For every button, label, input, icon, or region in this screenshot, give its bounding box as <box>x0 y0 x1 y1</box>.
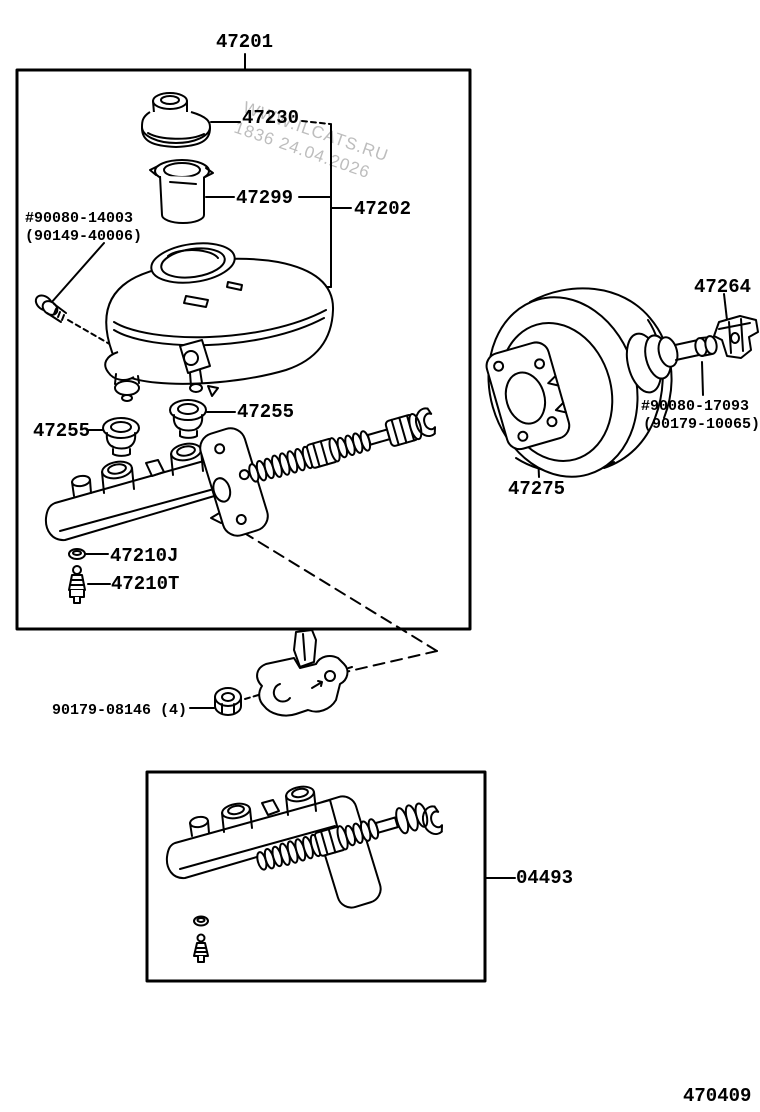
repair-kit-box <box>145 770 487 983</box>
kit-piston-assembly <box>256 802 429 871</box>
part-label-47299: 47299 <box>236 187 293 209</box>
pointer-dash-1 <box>227 522 438 652</box>
part-label-90179-10065: (90179-10065) <box>643 416 760 433</box>
kit-snap-ring <box>422 805 444 836</box>
part-label-47275: 47275 <box>508 478 565 500</box>
bracket-drawing <box>256 629 349 717</box>
bracket-nut-drawing <box>214 687 242 716</box>
part-label-47210J: 47210J <box>110 545 178 567</box>
part-labels: 47201 47230 47299 47202 #90080-14003 (90… <box>25 31 760 1107</box>
reservoir-cap-drawing <box>141 92 211 148</box>
bleeder-plug-drawing <box>68 565 86 604</box>
repair-kit-drawing <box>165 785 444 963</box>
brake-booster-drawing <box>485 287 759 478</box>
gasket-ring-drawing <box>68 548 86 560</box>
part-label-47255-left: 47255 <box>33 420 90 442</box>
part-label-47264: 47264 <box>694 276 751 298</box>
part-label-04493: 04493 <box>516 867 573 889</box>
part-label-90080-17093: #90080-17093 <box>641 398 749 415</box>
part-label-47230: 47230 <box>242 107 299 129</box>
reservoir-tank-drawing <box>104 242 335 402</box>
leader-90080-17093 <box>701 361 704 396</box>
snap-ring <box>415 407 437 438</box>
part-label-90080-14003: #90080-14003 <box>25 210 133 227</box>
reservoir-filter-drawing <box>149 159 214 224</box>
leader-47230-dash <box>301 120 331 125</box>
diagram-code: 470409 <box>683 1085 751 1107</box>
reservoir-set-bolt-drawing <box>34 294 67 323</box>
part-label-47210T: 47210T <box>111 573 179 595</box>
grommet-front-drawing <box>102 417 140 457</box>
master-cylinder-assembly-box <box>15 68 472 631</box>
part-label-90179-08146: 90179-08146 (4) <box>52 702 187 719</box>
leader-reservoir-bolt <box>50 242 105 304</box>
clevis-drawing <box>713 315 759 359</box>
leader-47264 <box>723 293 728 321</box>
pointer-dash-2 <box>340 650 438 674</box>
reservoir-bolt-axis-dash <box>67 319 114 347</box>
part-label-47202: 47202 <box>354 198 411 220</box>
piston-assembly <box>248 413 423 483</box>
master-cylinder-drawing <box>44 407 437 542</box>
grommet-rear-drawing <box>169 399 207 439</box>
pointer-arrowhead <box>210 511 222 524</box>
part-label-47255-right: 47255 <box>237 401 294 423</box>
part-label-90149-40006: (90149-40006) <box>25 228 142 245</box>
part-label-47201: 47201 <box>216 31 273 53</box>
booster-gasket-drawing <box>485 341 571 451</box>
